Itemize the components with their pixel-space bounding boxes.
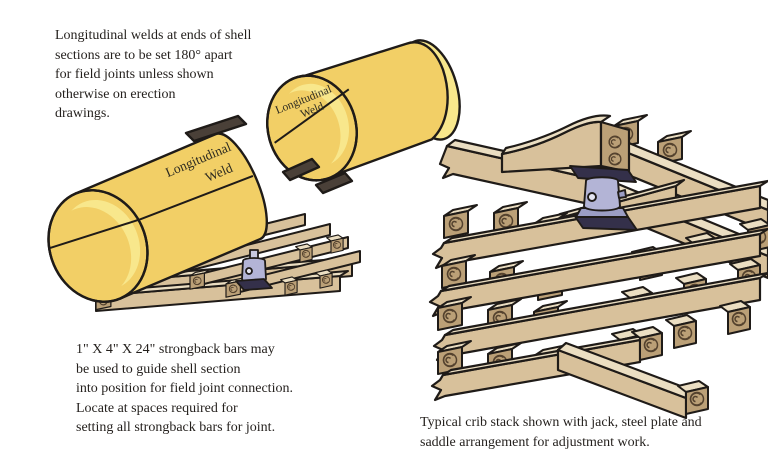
strongback-bar	[281, 157, 321, 182]
crib-plank	[428, 232, 762, 318]
saddle	[500, 114, 631, 174]
timber-end	[444, 205, 477, 238]
timber-end	[720, 301, 750, 334]
crib-stack-caption: Typical crib stack shown with jack, stee…	[420, 415, 702, 450]
weld-seam-line	[48, 174, 254, 250]
saddle-top	[500, 114, 612, 156]
crib-jack	[569, 165, 638, 231]
crib-plank-top	[439, 227, 768, 293]
small-jack	[235, 249, 273, 291]
steel-plate-upper	[569, 165, 637, 183]
shell-face-outline	[266, 74, 358, 182]
weld-seam-line	[274, 88, 350, 144]
crib-stack	[428, 114, 768, 420]
right-shell-section: Longitudinal Weld	[266, 39, 461, 195]
strongback-bar	[184, 114, 248, 143]
crib-plank-top	[443, 271, 768, 337]
jack-valve	[587, 192, 597, 202]
timber-end	[666, 315, 696, 348]
steel-plate	[235, 278, 273, 291]
jack-body	[583, 176, 621, 212]
jack-valve	[245, 267, 253, 275]
jack-handle-socket	[617, 189, 627, 199]
strongback-bar	[314, 171, 354, 195]
left-shell-section: Longitudinal Weld	[47, 114, 268, 303]
shell-inner-cover	[271, 90, 341, 174]
erection-note: Longitudinal welds at ends of shell sect…	[55, 28, 252, 121]
strongback-note: 1" X 4" X 24" strongback bars may be use…	[76, 342, 293, 435]
